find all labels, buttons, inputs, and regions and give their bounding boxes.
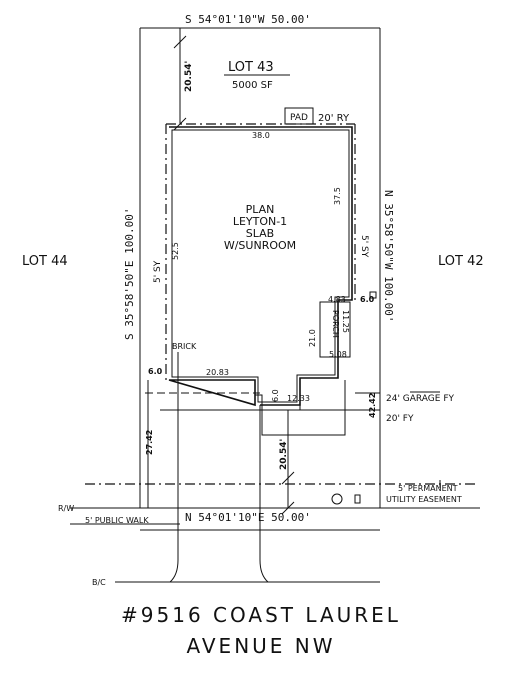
right-side-yard-label: 5' SY bbox=[359, 235, 369, 258]
plan-line-3: SLAB bbox=[246, 227, 274, 240]
right-bearing-label: N 35°58'50"W 100.00' bbox=[382, 190, 395, 322]
garage-setback-label: 42.42 bbox=[368, 393, 377, 418]
garage-notch-label: 6.0 bbox=[271, 389, 280, 402]
top-bearing-label: S 54°01'10"W 50.00' bbox=[185, 13, 311, 26]
public-walk-label: 5' PUBLIC WALK bbox=[85, 516, 149, 525]
width-top-label: 38.0 bbox=[252, 131, 270, 140]
right-of-way-label: R/W bbox=[58, 504, 74, 513]
lot-number: LOT 43 bbox=[228, 60, 274, 75]
porch-width-label: 5.08 bbox=[329, 350, 347, 359]
address-line-2: AVENUE NW bbox=[186, 634, 335, 658]
left-bearing-label: S 35°58'50"E 100.00' bbox=[123, 208, 136, 340]
right-depth-label: 37.5 bbox=[333, 187, 342, 205]
lot-area: 5000 SF bbox=[232, 80, 273, 91]
porch-box bbox=[319, 301, 351, 358]
driveway-path bbox=[261, 380, 346, 436]
house-footprint-inner bbox=[171, 129, 350, 403]
left-neighbor-lot: LOT 44 bbox=[22, 254, 68, 269]
front-setback-label: 20.54' bbox=[279, 439, 289, 470]
top-setback-label: 20.54' bbox=[184, 61, 194, 92]
porch-side-label: 21.0 bbox=[308, 329, 317, 347]
plan-line-2: LEYTON-1 bbox=[233, 215, 287, 228]
bottom-left-width-label: 20.83 bbox=[206, 368, 229, 377]
left-depth-label: 52.5 bbox=[171, 242, 180, 260]
plan-line-1: PLAN bbox=[246, 203, 275, 216]
front-yard-label: 20' FY bbox=[386, 414, 414, 424]
house-footprint bbox=[168, 126, 353, 407]
brick-label: BRICK bbox=[172, 342, 197, 351]
utility-marker bbox=[331, 493, 343, 505]
back-of-curb-label: B/C bbox=[92, 578, 106, 587]
easement-line-2: UTILITY EASEMENT bbox=[386, 495, 462, 504]
right-gap-label: 6.0 bbox=[360, 295, 375, 304]
pad-box bbox=[284, 107, 314, 125]
garage-width-label: 12.33 bbox=[287, 394, 310, 403]
porch-depth-label: 11.25 bbox=[341, 310, 350, 333]
garage-fy-label: 24' GARAGE FY bbox=[386, 394, 455, 404]
address-line-1: #9516 COAST LAUREL bbox=[121, 603, 401, 627]
left-side-yard-label: 5' SY bbox=[153, 260, 163, 283]
driveway-left-label: 27.42 bbox=[145, 430, 154, 455]
lot-boundary bbox=[70, 27, 480, 509]
bottom-bearing-label: N 54°01'10"E 50.00' bbox=[185, 511, 311, 524]
porch-label: PORCH bbox=[331, 310, 340, 338]
easement-line-1: 5' PERMANENT bbox=[398, 484, 458, 493]
pad-label: PAD bbox=[290, 113, 308, 123]
rear-yard-label: 20' RY bbox=[318, 113, 350, 124]
porch-offset-label: 4.83 bbox=[328, 295, 346, 304]
left-gap-label: 6.0 bbox=[148, 367, 163, 376]
plan-line-4: W/SUNROOM bbox=[224, 239, 296, 252]
right-neighbor-lot: LOT 42 bbox=[438, 254, 484, 269]
